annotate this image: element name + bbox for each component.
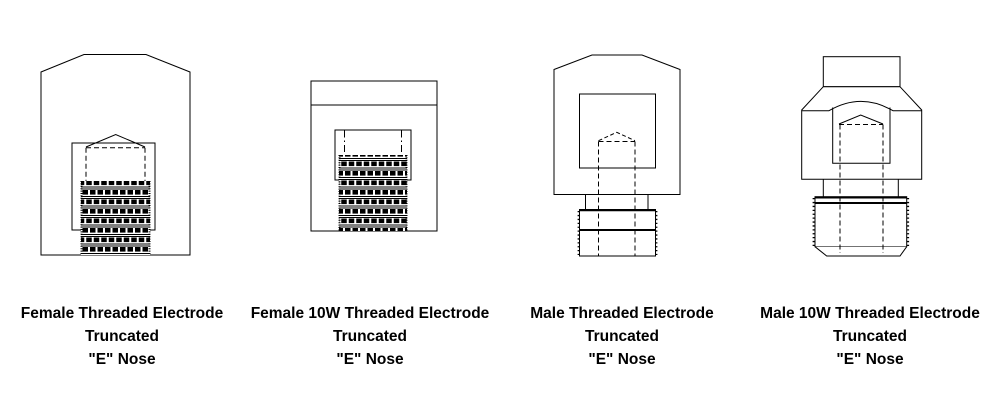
caption-line: Truncated [832, 328, 908, 345]
caption-line: Truncated [332, 328, 408, 345]
figure-caption-male-10w-threaded: Male 10W Threaded Electrode Truncated "E… [750, 302, 990, 371]
caption-line: Truncated [84, 328, 160, 345]
caption-line: Male 10W Threaded Electrode [760, 305, 980, 322]
caption-line: "E" Nose [88, 351, 156, 368]
male-threaded-electrode-drawing [553, 54, 681, 257]
female-nose-tip [85, 133, 146, 148]
female10w-thread-section [339, 155, 407, 231]
male-thread-backing [579, 209, 656, 256]
caption-line: Female 10W Threaded Electrode [250, 305, 490, 322]
male-10w-threaded-electrode-drawing [801, 56, 923, 257]
male10w-cavity-outline [832, 107, 891, 164]
figure-caption-male-threaded: Male Threaded Electrode Truncated "E" No… [502, 302, 742, 371]
figure-caption-female-10w-threaded: Female 10W Threaded Electrode Truncated … [250, 302, 490, 371]
female-thread-section [81, 181, 150, 255]
male10w-cap-outline [822, 56, 901, 88]
male-nose-hidden-tip [598, 131, 636, 142]
male-body-outline [553, 54, 681, 195]
figure-caption-female-threaded: Female Threaded Electrode Truncated "E" … [2, 302, 242, 371]
caption-line: "E" Nose [588, 351, 656, 368]
male10w-hex-body-outline [801, 86, 923, 180]
male-cavity-outline [579, 93, 656, 169]
male10w-nose-tip [838, 114, 884, 125]
male10w-shoulder-arc [801, 100, 922, 112]
male10w-thread-backing [815, 196, 907, 247]
female-body-outline [40, 54, 191, 256]
female-threaded-electrode-drawing [40, 54, 191, 256]
caption-line: Truncated [584, 328, 660, 345]
caption-line: Female Threaded Electrode [20, 305, 224, 322]
caption-line: Male Threaded Electrode [530, 305, 714, 322]
male10w-bottom-chamfer [814, 246, 908, 257]
female-10w-threaded-electrode-drawing [310, 80, 438, 232]
caption-line: "E" Nose [836, 351, 904, 368]
caption-line: "E" Nose [336, 351, 404, 368]
